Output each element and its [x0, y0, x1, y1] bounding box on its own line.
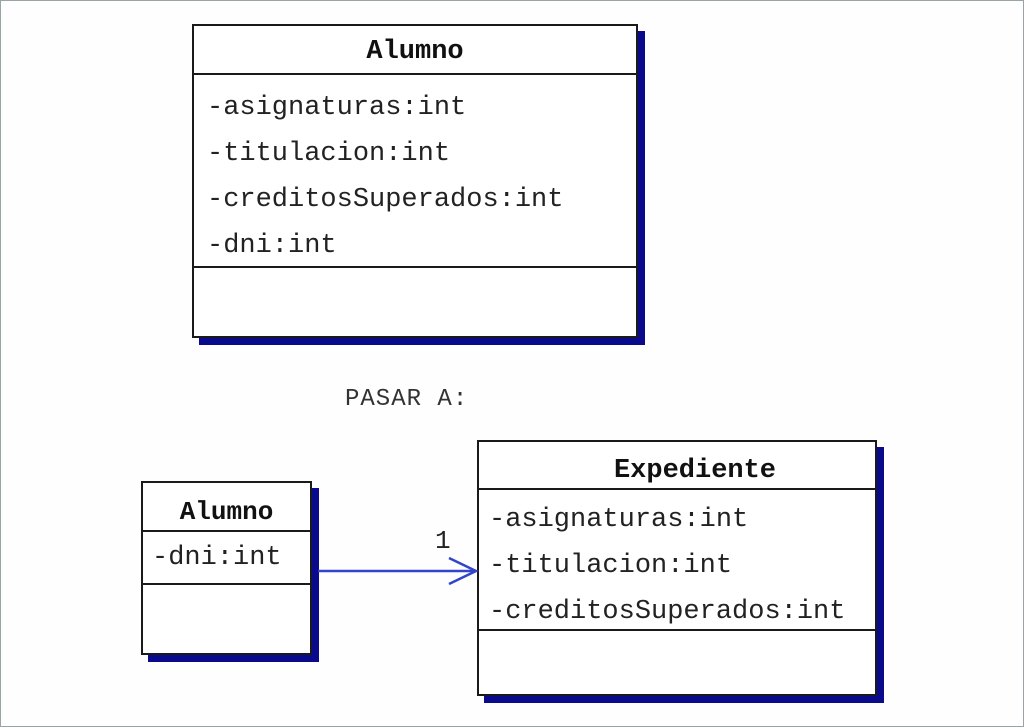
attributes-compartment: -asignaturas:int -titulacion:int -credit…	[479, 490, 875, 631]
attribute-titulacion: -titulacion:int	[207, 139, 451, 169]
attribute-creditos-superados: -creditosSuperados:int	[489, 597, 846, 627]
multiplicity-label: 1	[435, 526, 451, 556]
class-name-header: Expediente	[479, 442, 875, 490]
attribute-dni: -dni:int	[207, 231, 337, 261]
class-alumno-original[interactable]: Alumno -asignaturas:int -titulacion:int …	[192, 24, 638, 338]
transformation-caption: PASAR A:	[345, 386, 469, 413]
attribute-dni: -dni:int	[152, 543, 282, 573]
class-name-header: Alumno	[194, 26, 636, 75]
open-arrowhead-icon	[448, 556, 479, 586]
class-name-header: Alumno	[143, 483, 310, 532]
attribute-creditos-superados: -creditosSuperados:int	[207, 185, 564, 215]
class-alumno-refactored[interactable]: Alumno -dni:int	[141, 481, 312, 655]
attributes-compartment: -dni:int	[143, 532, 310, 585]
class-expediente[interactable]: Expediente -asignaturas:int -titulacion:…	[477, 440, 877, 696]
attributes-compartment: -asignaturas:int -titulacion:int -credit…	[194, 75, 636, 268]
attribute-asignaturas: -asignaturas:int	[489, 505, 749, 535]
attribute-titulacion: -titulacion:int	[489, 551, 733, 581]
attribute-asignaturas: -asignaturas:int	[207, 93, 467, 123]
